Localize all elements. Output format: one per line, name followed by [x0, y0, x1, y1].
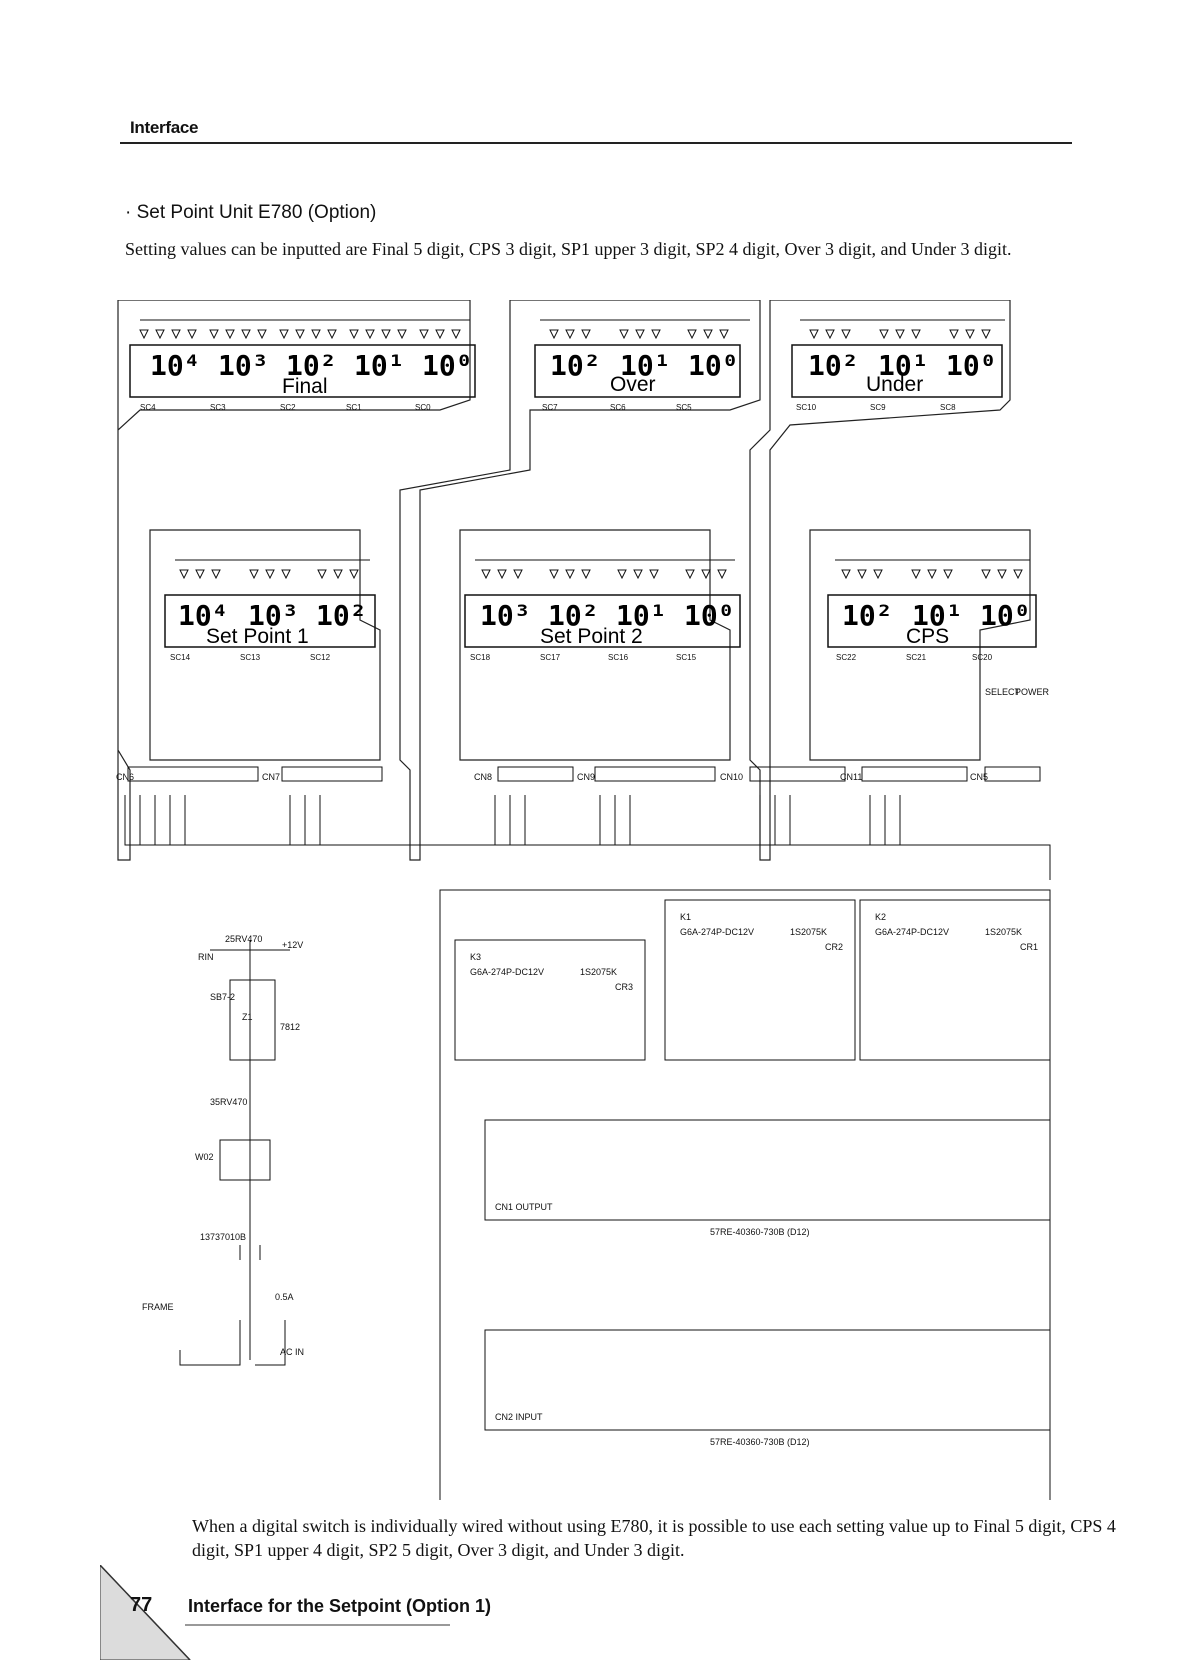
sc-label: SC18 — [470, 653, 491, 662]
header-rule — [120, 142, 1072, 144]
sc-label: SC1 — [346, 403, 362, 412]
fuse-label: 0.5A — [275, 1292, 294, 1302]
connector-strip — [124, 766, 1051, 880]
relay-k2-model: G6A-274P-DC12V — [875, 927, 949, 937]
cps-digit-0: 10⁰ — [980, 599, 1031, 632]
cn1-label: CN1 OUTPUT — [495, 1202, 553, 1212]
sp2-digit-1: 10¹ — [616, 599, 667, 632]
under-digit-2: 10² — [808, 349, 859, 382]
rin-label: RIN — [198, 952, 214, 962]
sp2-digit-2: 10² — [548, 599, 599, 632]
diode-arrays — [139, 319, 1030, 580]
sp1-digit-3: 10³ — [248, 599, 299, 632]
ac-label: AC IN — [280, 1347, 304, 1357]
relay-k1-name: K1 — [680, 912, 691, 922]
intro-paragraph: Setting values can be inputted are Final… — [125, 239, 1012, 259]
sc-label: SC5 — [676, 403, 692, 412]
connector-label: CN11 — [840, 772, 862, 782]
connector-label: CN8 — [474, 772, 492, 782]
schematic-diagram: 10⁴ 10³ 10² 10¹ 10⁰ Final 10² 10¹ 10⁰ Ov… — [116, 300, 1051, 1500]
over-digit-0: 10⁰ — [688, 349, 739, 382]
final-digit-4: 10⁴ — [150, 349, 201, 382]
sp2-digit-0: 10⁰ — [684, 599, 735, 632]
power-indicator-label: POWER — [1015, 687, 1050, 697]
cn2-part: 57RE-40360-730B (D12) — [710, 1437, 810, 1447]
sc-label: SC22 — [836, 653, 857, 662]
relay-k2-cr: CR1 — [1020, 942, 1038, 952]
footer-title: Interface for the Setpoint (Option 1) — [188, 1596, 492, 1616]
relay-k2-name: K2 — [875, 912, 886, 922]
sc-label: SC2 — [280, 403, 296, 412]
sc-label: SC20 — [972, 653, 993, 662]
c2-label: 25RV470 — [225, 934, 262, 944]
z1-label: Z1 — [242, 1012, 253, 1022]
sc-label: SC10 — [796, 403, 817, 412]
final-digit-1: 10¹ — [354, 349, 405, 382]
cps-digit-1: 10¹ — [912, 599, 963, 632]
over-digit-2: 10² — [550, 349, 601, 382]
page-number: 77 — [130, 1594, 153, 1616]
relay-k3-cr: CR3 — [615, 982, 633, 992]
sc-label: SC9 — [870, 403, 886, 412]
sc-label: SC7 — [542, 403, 558, 412]
sc-label: SC8 — [940, 403, 956, 412]
reg-label: 7812 — [280, 1022, 300, 1032]
relay-boards — [439, 889, 1051, 1500]
under-digit-0: 10⁰ — [946, 349, 997, 382]
connector-label: CN10 — [720, 772, 743, 782]
sc-label: SC4 — [140, 403, 156, 412]
final-digit-0: 10⁰ — [422, 349, 473, 382]
sc-label: SC3 — [210, 403, 226, 412]
relay-k2-diode: 1S2075K — [985, 927, 1022, 937]
relay-k1-cr: CR2 — [825, 942, 843, 952]
power-supply — [179, 940, 290, 1366]
relay-k1-model: G6A-274P-DC12V — [680, 927, 754, 937]
cn2-label: CN2 INPUT — [495, 1412, 543, 1422]
cn1-part: 57RE-40360-730B (D12) — [710, 1227, 810, 1237]
cps-label: CPS — [906, 625, 949, 648]
under-digit-1: 10¹ — [878, 349, 929, 382]
bridge-label: W02 — [195, 1152, 214, 1162]
cps-digit-2: 10² — [842, 599, 893, 632]
over-digit-1: 10¹ — [620, 349, 671, 382]
plus12-label: +12V — [282, 940, 303, 950]
sc-label: SC15 — [676, 653, 697, 662]
subtitle: · Set Point Unit E780 (Option) — [125, 202, 377, 223]
frame-label: FRAME — [142, 1302, 174, 1312]
over-label: Over — [610, 373, 656, 396]
footer-corner-graphic — [100, 1565, 450, 1660]
final-digit-3: 10³ — [218, 349, 269, 382]
page-footer: 77 Interface for the Setpoint (Option 1) — [100, 1565, 600, 1660]
connector-label: CN5 — [970, 772, 988, 782]
final-digit-2: 10² — [286, 349, 337, 382]
sc-label: SC21 — [906, 653, 927, 662]
connector-label: CN7 — [262, 772, 280, 782]
trans-label: 13737010B — [200, 1232, 246, 1242]
sp1-digit-4: 10⁴ — [178, 599, 229, 632]
sp1-label: Set Point 1 — [206, 625, 309, 648]
sp2-label: Set Point 2 — [540, 625, 643, 648]
sc-label: SC12 — [310, 653, 331, 662]
final-label: Final — [282, 375, 328, 398]
relay-k3-diode: 1S2075K — [580, 967, 617, 977]
sc-label: SC13 — [240, 653, 261, 662]
connector-label: CN6 — [116, 772, 134, 782]
section-header: Interface — [130, 118, 199, 137]
relay-k3-model: G6A-274P-DC12V — [470, 967, 544, 977]
select-indicator-label: SELECT — [985, 687, 1021, 697]
relay-k3-name: K3 — [470, 952, 481, 962]
sp2-digit-3: 10³ — [480, 599, 531, 632]
sc-label: SC6 — [610, 403, 626, 412]
connector-label: CN9 — [577, 772, 595, 782]
closing-paragraph: When a digital switch is individually wi… — [192, 1516, 1116, 1560]
sc-label: SC14 — [170, 653, 191, 662]
relay-k1-diode: 1S2075K — [790, 927, 827, 937]
sc-label: SC0 — [415, 403, 431, 412]
sc-label: SC17 — [540, 653, 561, 662]
c1-label: 35RV470 — [210, 1097, 247, 1107]
under-label: Under — [866, 373, 923, 396]
fuse-pkg-label: SB7-2 — [210, 992, 235, 1002]
sc-label: SC16 — [608, 653, 629, 662]
sp1-digit-2: 10² — [316, 599, 367, 632]
